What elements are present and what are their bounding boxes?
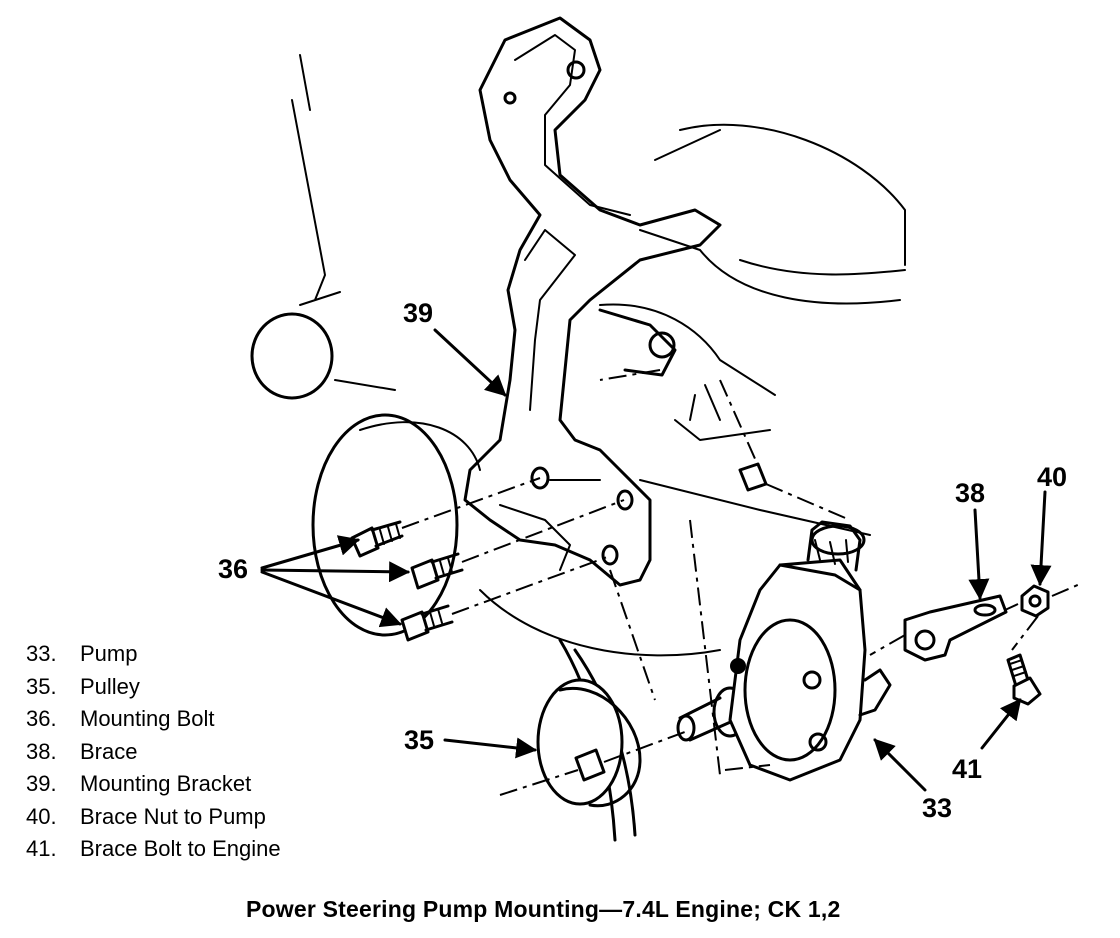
callout-33: 33 <box>922 793 952 823</box>
mounting-bolt-middle <box>410 499 625 590</box>
legend-label: Pulley <box>80 673 140 699</box>
figure-caption: Power Steering Pump Mounting—7.4L Engine… <box>246 896 841 922</box>
callout-40: 40 <box>1037 462 1067 492</box>
brace-nut <box>1004 583 1081 651</box>
callout-38: 38 <box>955 478 985 508</box>
legend-number: 35. <box>26 673 57 699</box>
callout-labels: 39 36 35 38 40 41 33 <box>218 298 1067 823</box>
block-plug <box>250 312 334 400</box>
legend-number: 36. <box>26 706 57 731</box>
crank-pulley <box>311 413 481 637</box>
legend-label: Brace <box>80 738 138 764</box>
brace <box>869 594 1008 662</box>
legend-item: 38. Brace <box>26 736 281 769</box>
mounting-bolt-lower <box>400 555 611 642</box>
pump-pulley <box>499 678 691 808</box>
legend-item: 41. Brace Bolt to Engine <box>26 833 281 866</box>
callout-41: 41 <box>952 754 982 784</box>
legend-label: Mounting Bolt <box>80 706 215 731</box>
legend-item: 39. Mounting Bracket <box>26 768 281 801</box>
parts-legend: 33. Pump 35. Pulley 36. Mounting Bolt 38. Br… <box>26 638 281 866</box>
mounting-bolts <box>350 477 625 642</box>
legend-item: 35. Pulley <box>26 671 281 704</box>
brace-bolt <box>1006 653 1042 706</box>
callout-35: 35 <box>404 725 434 755</box>
mounting-bolt-upper <box>350 477 541 558</box>
idler-stud <box>598 308 677 381</box>
callout-39: 39 <box>403 298 433 328</box>
legend-number: 40. <box>26 803 57 829</box>
legend-item: 40. Brace Nut to Pump <box>26 801 281 834</box>
callout-36: 36 <box>218 554 248 584</box>
legend-number: 39. <box>26 771 57 796</box>
leader-arrows <box>260 328 1052 792</box>
engine-block <box>291 54 906 657</box>
legend-label: Brace Nut to Pump <box>80 803 266 829</box>
legend-number: 33. <box>26 641 57 666</box>
mounting-bracket <box>463 16 722 587</box>
legend-item: 36. Mounting Bolt <box>26 703 281 736</box>
legend-label: Brace Bolt to Engine <box>80 836 281 861</box>
legend-label: Pump <box>80 641 138 666</box>
legend-number: 38. <box>26 738 57 764</box>
power-steering-pump <box>609 379 892 782</box>
legend-label: Mounting Bracket <box>80 771 252 796</box>
legend-item: 33. Pump <box>26 638 281 671</box>
block-fitting <box>738 462 768 492</box>
legend-number: 41. <box>26 836 57 861</box>
